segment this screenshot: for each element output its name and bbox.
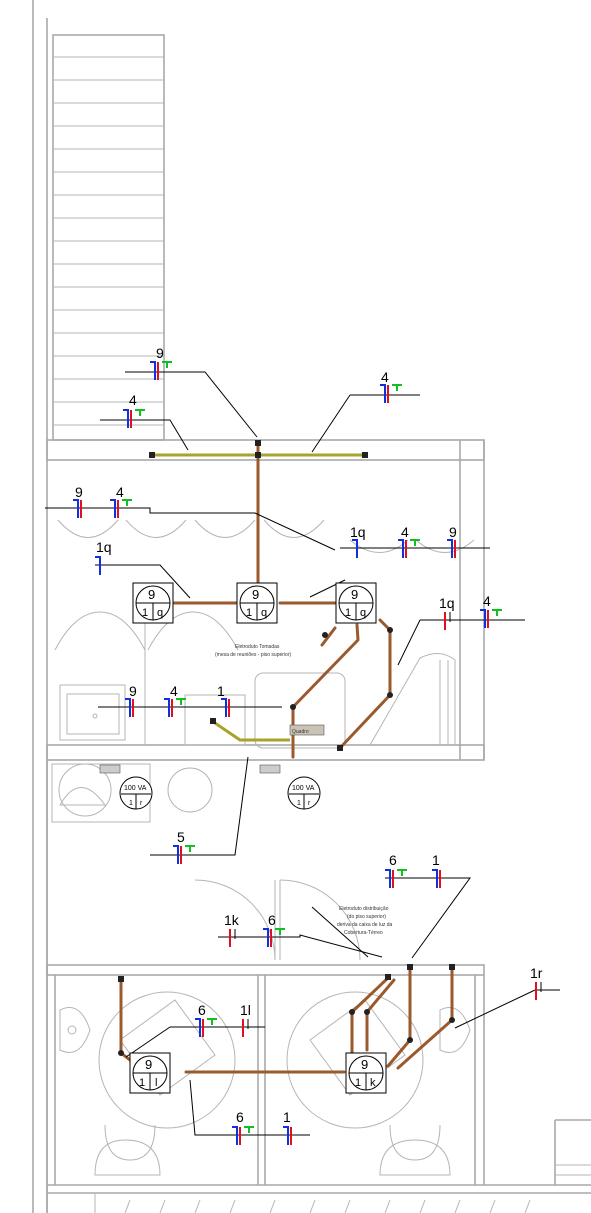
circuit-labels: 9 4 4 9 4 1q 1q 4 9 1q 4 9 4 1 5 6 1 1k … <box>75 345 543 1125</box>
fixture-circuit-number: 9 <box>252 587 259 602</box>
note-dist-line-3: deriva da caixa de luz da <box>337 922 393 928</box>
fixture-switch: 1 <box>142 607 148 619</box>
panel-va-label: 100 VA <box>124 785 147 792</box>
fixture-5: 9 1 k <box>345 1052 387 1094</box>
panel-100va-left: 100 VA 1 r <box>119 776 153 810</box>
label-1q-far: 1q <box>439 595 455 611</box>
architecture <box>32 0 591 1213</box>
panel-left-label: 1 <box>129 800 133 807</box>
panel-right-label: r <box>308 800 311 807</box>
label-4-desk: 4 <box>170 683 178 699</box>
label-6-mid: 6 <box>268 912 276 928</box>
junction-nodes: Quadro <box>99 440 455 1056</box>
note-tomadas-line-2: (mesa de reuniões - piso superior) <box>215 652 291 658</box>
distribution-box-label: Quadro <box>292 729 309 735</box>
fixture-switch: 1 <box>139 1077 145 1089</box>
panel-va-label: 100 VA <box>292 785 315 792</box>
label-4-right: 4 <box>401 524 409 540</box>
panel-left-label: 1 <box>297 800 301 807</box>
label-9-right: 9 <box>449 524 457 540</box>
note-tomadas: Eletroduto Tomadas (mesa de reuniões - p… <box>215 644 291 658</box>
label-1k: 1k <box>224 912 240 928</box>
fixture-switch: 1 <box>355 1077 361 1089</box>
label-4-top-left: 4 <box>129 392 137 408</box>
fixture-switch-letter: l <box>155 1077 157 1089</box>
fixture-4: 9 1 l <box>129 1052 171 1094</box>
label-6-bath: 6 <box>198 1002 206 1018</box>
fixture-switch: 1 <box>246 607 252 619</box>
label-6-upper: 6 <box>389 852 397 868</box>
note-distribuicao: Eletroduto distribuição (do piso superio… <box>337 906 393 936</box>
label-1q-right: 1q <box>350 524 366 540</box>
label-9-desk: 9 <box>129 683 137 699</box>
note-dist-line-4: Cobertura-Térreo <box>344 930 383 936</box>
fixture-circuit-number: 9 <box>351 587 358 602</box>
label-4-top-right: 4 <box>381 369 389 385</box>
wire-symbols <box>73 361 542 1145</box>
fixture-2: 9 1 q <box>236 582 278 624</box>
distribution-box <box>289 724 325 736</box>
panel-right-label: r <box>140 800 143 807</box>
label-1-upper: 1 <box>432 852 440 868</box>
label-1-desk: 1 <box>217 683 225 699</box>
note-tomadas-line-1: Eletroduto Tomadas <box>235 644 280 650</box>
label-4-mid-left: 4 <box>116 484 124 500</box>
label-1l: 1l <box>240 1002 251 1018</box>
note-dist-line-2: (do piso superior) <box>347 914 386 920</box>
label-5: 5 <box>177 829 185 845</box>
fixture-circuit-number: 9 <box>361 1057 368 1072</box>
note-dist-line-1: Eletroduto distribuição <box>339 906 389 912</box>
fixture-circuit-number: 9 <box>145 1057 152 1072</box>
fixture-switch-letter: q <box>157 607 163 619</box>
fixture-switch: 1 <box>345 607 351 619</box>
fixture-circuit-number: 9 <box>148 587 155 602</box>
label-1-bottom: 1 <box>283 1109 291 1125</box>
fixture-3: 9 1 q <box>335 582 377 624</box>
label-1q-left: 1q <box>96 539 112 555</box>
label-6-bottom: 6 <box>236 1109 244 1125</box>
label-9-top: 9 <box>156 345 164 361</box>
fixture-switch-letter: k <box>370 1077 376 1089</box>
label-1r: 1r <box>530 965 543 981</box>
fixture-switch-letter: q <box>360 607 366 619</box>
fixture-1: 9 1 q <box>132 582 174 624</box>
label-9-mid-left: 9 <box>75 484 83 500</box>
fixture-switch-letter: q <box>261 607 267 619</box>
label-4-far: 4 <box>483 593 491 609</box>
panel-100va-right: 100 VA 1 r <box>287 776 321 810</box>
